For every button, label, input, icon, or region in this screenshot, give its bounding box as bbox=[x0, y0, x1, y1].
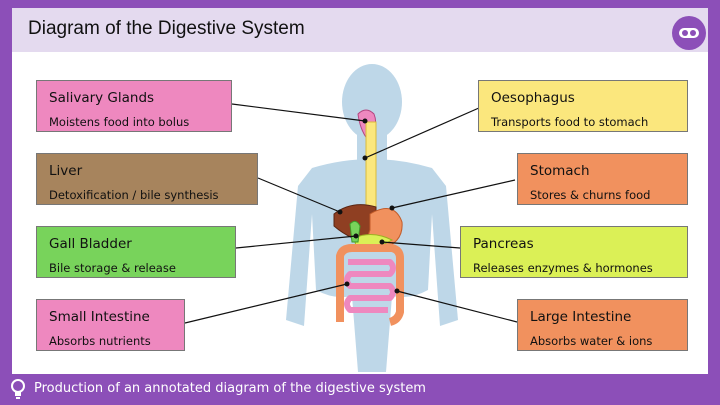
label-desc: Moistens food into bolus bbox=[49, 115, 190, 129]
label-gall-bladder: Gall Bladder Bile storage & release bbox=[36, 226, 236, 278]
label-large-intestine: Large Intestine Absorbs water & ions bbox=[517, 299, 688, 351]
connector-lines bbox=[184, 103, 518, 324]
organs bbox=[333, 109, 404, 326]
body-silhouette bbox=[286, 64, 458, 372]
oesophagus-shape bbox=[365, 121, 377, 219]
footer-bar bbox=[0, 374, 720, 405]
large-intestine-shape bbox=[336, 244, 404, 326]
small-intestine-shape bbox=[344, 259, 396, 313]
lightbulb-icon bbox=[10, 378, 26, 404]
label-desc: Releases enzymes & hormones bbox=[473, 261, 653, 275]
label-name: Salivary Glands bbox=[49, 90, 155, 106]
label-desc: Bile storage & release bbox=[49, 261, 176, 275]
label-liver: Liver Detoxification / bile synthesis bbox=[36, 153, 258, 205]
label-small-intestine: Small Intestine Absorbs nutrients bbox=[36, 299, 185, 351]
label-desc: Absorbs water & ions bbox=[530, 334, 653, 348]
label-name: Gall Bladder bbox=[49, 236, 132, 252]
label-oesophagus: Oesophagus Transports food to stomach bbox=[478, 80, 688, 132]
label-name: Large Intestine bbox=[530, 309, 632, 325]
title-bar bbox=[12, 8, 708, 52]
label-stomach: Stomach Stores & churns food bbox=[517, 153, 688, 205]
label-name: Liver bbox=[49, 163, 83, 179]
frame-left bbox=[0, 0, 12, 405]
label-name: Stomach bbox=[530, 163, 590, 179]
label-desc: Detoxification / bile synthesis bbox=[49, 188, 219, 202]
page-title: Diagram of the Digestive System bbox=[28, 18, 305, 39]
connector-dots bbox=[337, 118, 400, 294]
label-name: Pancreas bbox=[473, 236, 534, 252]
label-name: Small Intestine bbox=[49, 309, 150, 325]
frame-right bbox=[708, 0, 720, 405]
gall-bladder-shape bbox=[349, 220, 361, 243]
footer-caption: Production of an annotated diagram of th… bbox=[34, 381, 426, 396]
eyes-logo-icon bbox=[672, 16, 706, 50]
label-desc: Stores & churns food bbox=[530, 188, 651, 202]
label-salivary-glands: Salivary Glands Moistens food into bolus bbox=[36, 80, 232, 132]
label-desc: Absorbs nutrients bbox=[49, 334, 151, 348]
label-pancreas: Pancreas Releases enzymes & hormones bbox=[460, 226, 688, 278]
frame-top bbox=[0, 0, 720, 8]
label-name: Oesophagus bbox=[491, 90, 575, 106]
label-desc: Transports food to stomach bbox=[491, 115, 649, 129]
